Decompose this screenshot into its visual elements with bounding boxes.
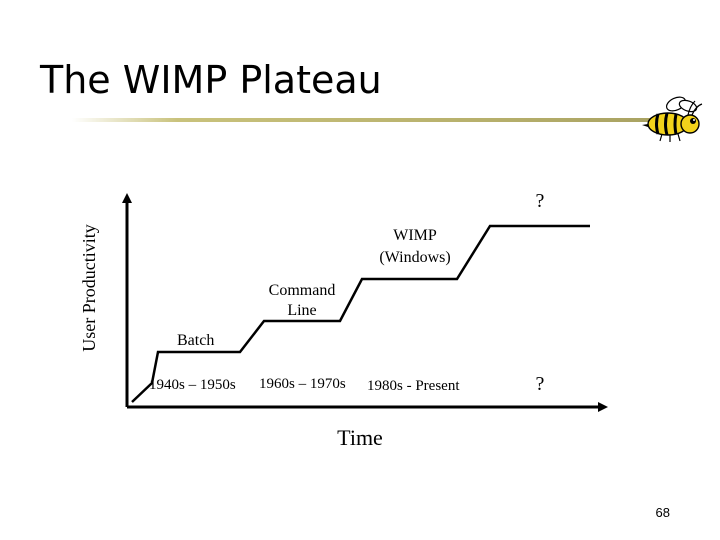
stage-label-command-line: Command xyxy=(269,282,336,299)
slide-title: The WIMP Plateau xyxy=(40,58,382,102)
era-label-1960s-1970s: 1960s – 1970s xyxy=(259,376,346,392)
y-axis-label: User Productivity xyxy=(79,224,99,352)
page-number: 68 xyxy=(655,505,670,520)
stage-label-windows: (Windows) xyxy=(379,249,450,266)
stage-label-command-line-2: Line xyxy=(287,302,316,319)
era-label-future: ? xyxy=(536,373,545,395)
era-label-1980s-present: 1980s - Present xyxy=(367,378,460,394)
bee-mascot-icon xyxy=(642,96,703,142)
era-label-1940s-1950s: 1940s – 1950s xyxy=(149,377,236,393)
title-underline xyxy=(72,118,657,122)
x-axis-label: Time xyxy=(337,425,383,450)
stage-label-batch: Batch xyxy=(177,332,214,349)
stage-label-future: ? xyxy=(536,190,545,212)
productivity-curve xyxy=(131,224,590,403)
stage-label-wimp: WIMP xyxy=(393,227,437,244)
